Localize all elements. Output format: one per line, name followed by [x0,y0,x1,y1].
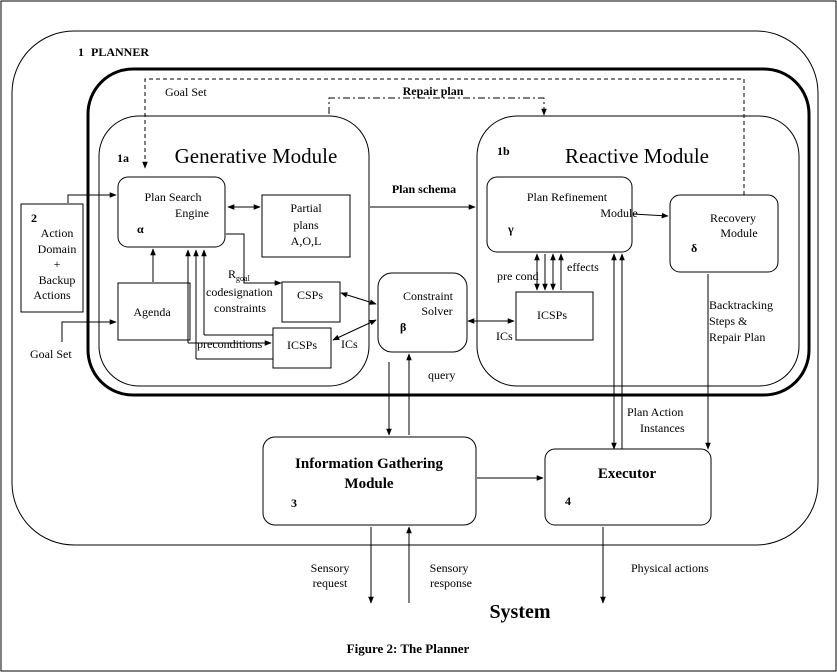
refinement-to-recovery-arrow [632,212,669,219]
generative-module-number: 1a [117,151,129,165]
backtracking-line3: Repair Plan [709,330,765,344]
reactive-module-number: 1b [497,144,510,158]
icsps-right-label: ICSPs [537,308,567,322]
sensory-request-line1: Sensory [311,561,350,575]
information-gathering-line2: Module [344,476,394,492]
planner-title: PLANNER [91,45,149,59]
information-gathering-module [262,436,477,526]
sensory-response-line2: response [430,576,472,590]
goal-set-to-agenda-arrow [61,319,117,342]
search-to-csps-arrow [226,233,282,286]
recovery-symbol: δ [691,241,697,255]
ics-right-label: ICs [496,329,513,343]
partial-plans-line3: A,O,L [291,234,322,248]
domain-to-search-arrow [67,192,117,203]
partial-plans-line1: Partial [290,201,322,215]
executor-number: 4 [565,494,571,508]
planner-container [11,30,819,546]
information-gathering-line1: Information Gathering [295,456,443,472]
system-label: System [489,601,550,623]
recovery-line2: Module [720,226,757,240]
executor-module [544,448,712,526]
plan-action-instances-line2: Instances [640,421,685,435]
action-domain-box [20,203,84,313]
repair-plan-label: Repair plan [403,84,464,98]
repair-plan-arrow [328,97,547,116]
constraint-solver-line2: Solver [421,304,452,318]
preconditions-label: preconditions [197,337,263,351]
constraint-solver-symbol: β [400,320,406,334]
recovery-module [669,194,779,273]
information-gathering-number: 3 [291,496,297,510]
icsps-solver-arrow [332,319,377,341]
action-domain-number: 2 [31,211,37,225]
csps-label: CSPs [297,288,323,302]
ics-left-label: ICs [341,337,358,351]
plan-search-engine [117,176,226,248]
partial-plans [261,194,351,258]
physical-actions-label: Physical actions [631,561,709,575]
plan-action-instances-line1: Plan Action [627,405,683,419]
csps-box [281,281,341,323]
agenda-box [117,282,191,341]
goal-set-top-label: Goal Set [165,85,207,99]
sensory-response-line1: Sensory [430,561,469,575]
plan-refinement-line2: Module [600,206,637,220]
effects-label: effects [567,260,599,274]
goal-set-dashed-arrow [142,78,745,195]
recovery-line1: Recovery [710,211,756,225]
reactive-module-title: Reactive Module [565,144,709,168]
action-domain-line5: Actions [33,288,71,302]
partial-plans-line2: plans [293,218,319,232]
generative-module [98,115,370,387]
plan-refinement-module [486,176,633,253]
modules-container [86,67,811,397]
plan-schema-label: Plan schema [392,182,456,196]
action-domain-line3: + [54,257,61,271]
plan-search-engine-symbol: α [137,222,144,236]
icsps-left-label: ICSPs [287,338,317,352]
query-label: query [428,368,455,382]
reactive-module [476,115,800,387]
plan-search-engine-line1: Plan Search [145,190,202,204]
plan-search-engine-line2: Engine [175,206,209,220]
executor-title: Executor [598,466,657,482]
plan-refinement-symbol: γ [507,222,514,236]
sensory-request-line2: request [313,576,348,590]
figure-caption: Figure 2: The Planner [347,641,470,656]
codesignation-line1: codesignation [206,285,273,299]
pre-cond-label: pre cond [497,269,539,283]
backtracking-line2: Steps & [709,314,748,328]
constraint-solver [377,272,468,353]
goal-set-left-label: Goal Set [30,347,72,361]
icsps-right-box [515,291,594,341]
csps-solver-arrow [340,292,377,305]
constraint-solver-line1: Constraint [403,289,454,303]
action-domain-line1: Action [41,226,74,240]
action-domain-line4: Backup [39,273,76,287]
planner-number: 1 [78,45,84,59]
codesignation-line2: constraints [214,301,266,315]
icsps-left-box [272,327,332,369]
backtracking-line1: Backtracking [709,298,773,312]
r-goal-label: Rgoal [228,267,251,283]
action-domain-line2: Domain [38,242,77,256]
agenda-label: Agenda [133,305,171,319]
plan-refinement-line1: Plan Refinement [527,190,608,204]
generative-module-title: Generative Module [175,144,338,168]
